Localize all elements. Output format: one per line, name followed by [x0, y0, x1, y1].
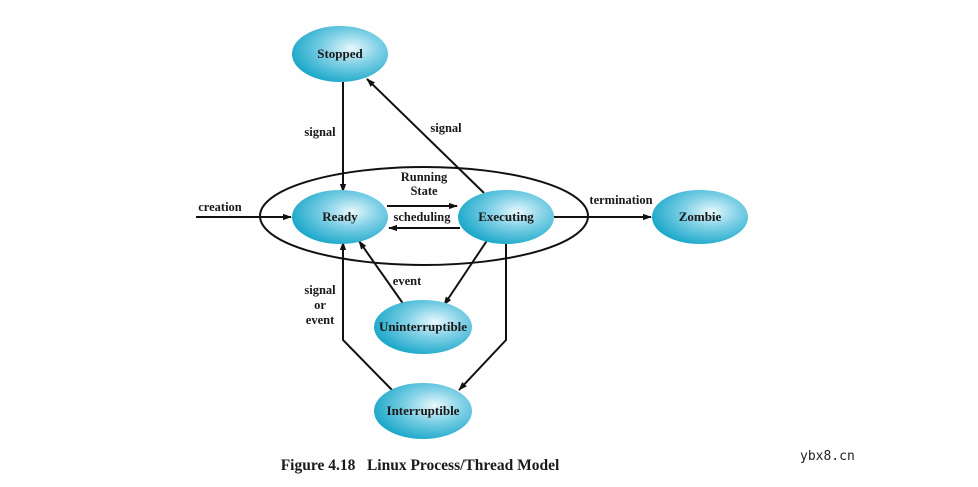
node-stopped: Stopped	[292, 26, 388, 82]
node-interruptible-label: Interruptible	[387, 403, 460, 418]
edge-executing-to-stopped	[366, 78, 485, 194]
label-signal-or-event-line3: event	[306, 313, 335, 327]
edge-executing-to-uninterruptible	[443, 238, 489, 306]
label-creation: creation	[198, 200, 242, 214]
label-signal-or-event-line1: signal	[304, 283, 336, 297]
node-stopped-label: Stopped	[317, 46, 363, 61]
node-uninterruptible: Uninterruptible	[374, 300, 472, 354]
figure-background	[183, 26, 787, 478]
watermark: ybx8.cn	[800, 449, 855, 464]
edge-executing-to-interruptible	[458, 240, 507, 391]
label-event: event	[393, 274, 422, 288]
figure-caption: Figure 4.18 Linux Process/Thread Model	[281, 457, 560, 474]
node-executing: Executing	[458, 190, 554, 244]
node-zombie: Zombie	[652, 190, 748, 244]
edge-interruptible-to-ready	[339, 241, 395, 393]
node-interruptible: Interruptible	[374, 383, 472, 439]
label-termination: termination	[589, 193, 652, 207]
node-uninterruptible-label: Uninterruptible	[379, 319, 467, 334]
running-state-label-line2: State	[410, 184, 438, 198]
edge-uninterruptible-to-ready	[358, 240, 405, 306]
node-executing-label: Executing	[478, 209, 534, 224]
node-ready: Ready	[292, 190, 388, 244]
label-stopped-to-ready: signal	[304, 125, 336, 139]
label-executing-to-stopped: signal	[430, 121, 462, 135]
node-ready-label: Ready	[322, 209, 358, 224]
node-zombie-label: Zombie	[679, 209, 722, 224]
running-state-label-line1: Running	[401, 170, 448, 184]
label-scheduling: scheduling	[394, 210, 452, 224]
label-signal-or-event-line2: or	[314, 298, 326, 312]
